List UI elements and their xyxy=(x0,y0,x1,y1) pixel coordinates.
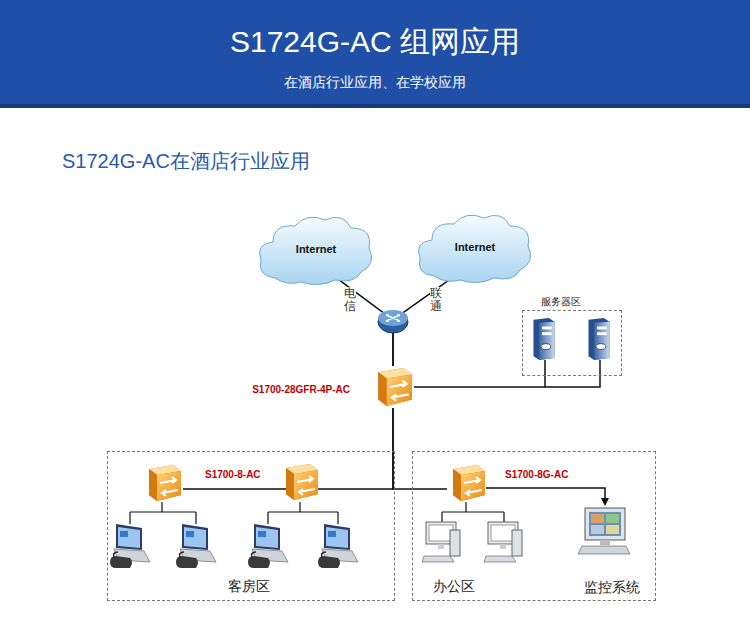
switch-model-label: S1700-28GFR-4P-AC xyxy=(252,384,350,395)
switch-icon: S1700-8G-AC xyxy=(447,463,487,503)
region-label: 办公区 xyxy=(433,578,475,596)
switch-model-label: S1700-8-AC xyxy=(205,469,261,480)
switch-icon: S1700-8-AC xyxy=(143,463,183,503)
switch-model-label: S1700-8G-AC xyxy=(505,469,568,480)
link-label: 联通 xyxy=(430,287,442,313)
switch-symbol xyxy=(143,463,183,503)
network-link xyxy=(393,408,447,489)
region-label: 服务器区 xyxy=(541,295,581,309)
cloud-label: Internet xyxy=(255,212,377,286)
section-heading: S1724G-AC在酒店行业应用 xyxy=(62,148,310,175)
switch-icon: S1700-28GFR-4P-AC xyxy=(372,366,414,408)
region-label: 客房区 xyxy=(228,578,270,596)
network-link xyxy=(414,376,545,387)
switch-symbol xyxy=(372,366,414,408)
area-label: 监控系统 xyxy=(584,579,640,597)
banner-stripe xyxy=(0,104,750,108)
switch-symbol xyxy=(447,463,487,503)
internet-cloud: Internet xyxy=(255,212,377,286)
internet-cloud: Internet xyxy=(414,210,536,284)
link-label: 电信 xyxy=(344,287,356,313)
page-title: S1724G-AC 组网应用 xyxy=(0,22,750,63)
area-region: 服务器区 xyxy=(522,310,622,376)
area-region: 客房区 S1700-8-AC xyxy=(107,451,395,601)
area-region: 办公区 S1700-8G-AC xyxy=(412,451,656,601)
cloud-label: Internet xyxy=(414,210,536,284)
subtitle: 在酒店行业应用、在学校应用 xyxy=(0,74,750,92)
